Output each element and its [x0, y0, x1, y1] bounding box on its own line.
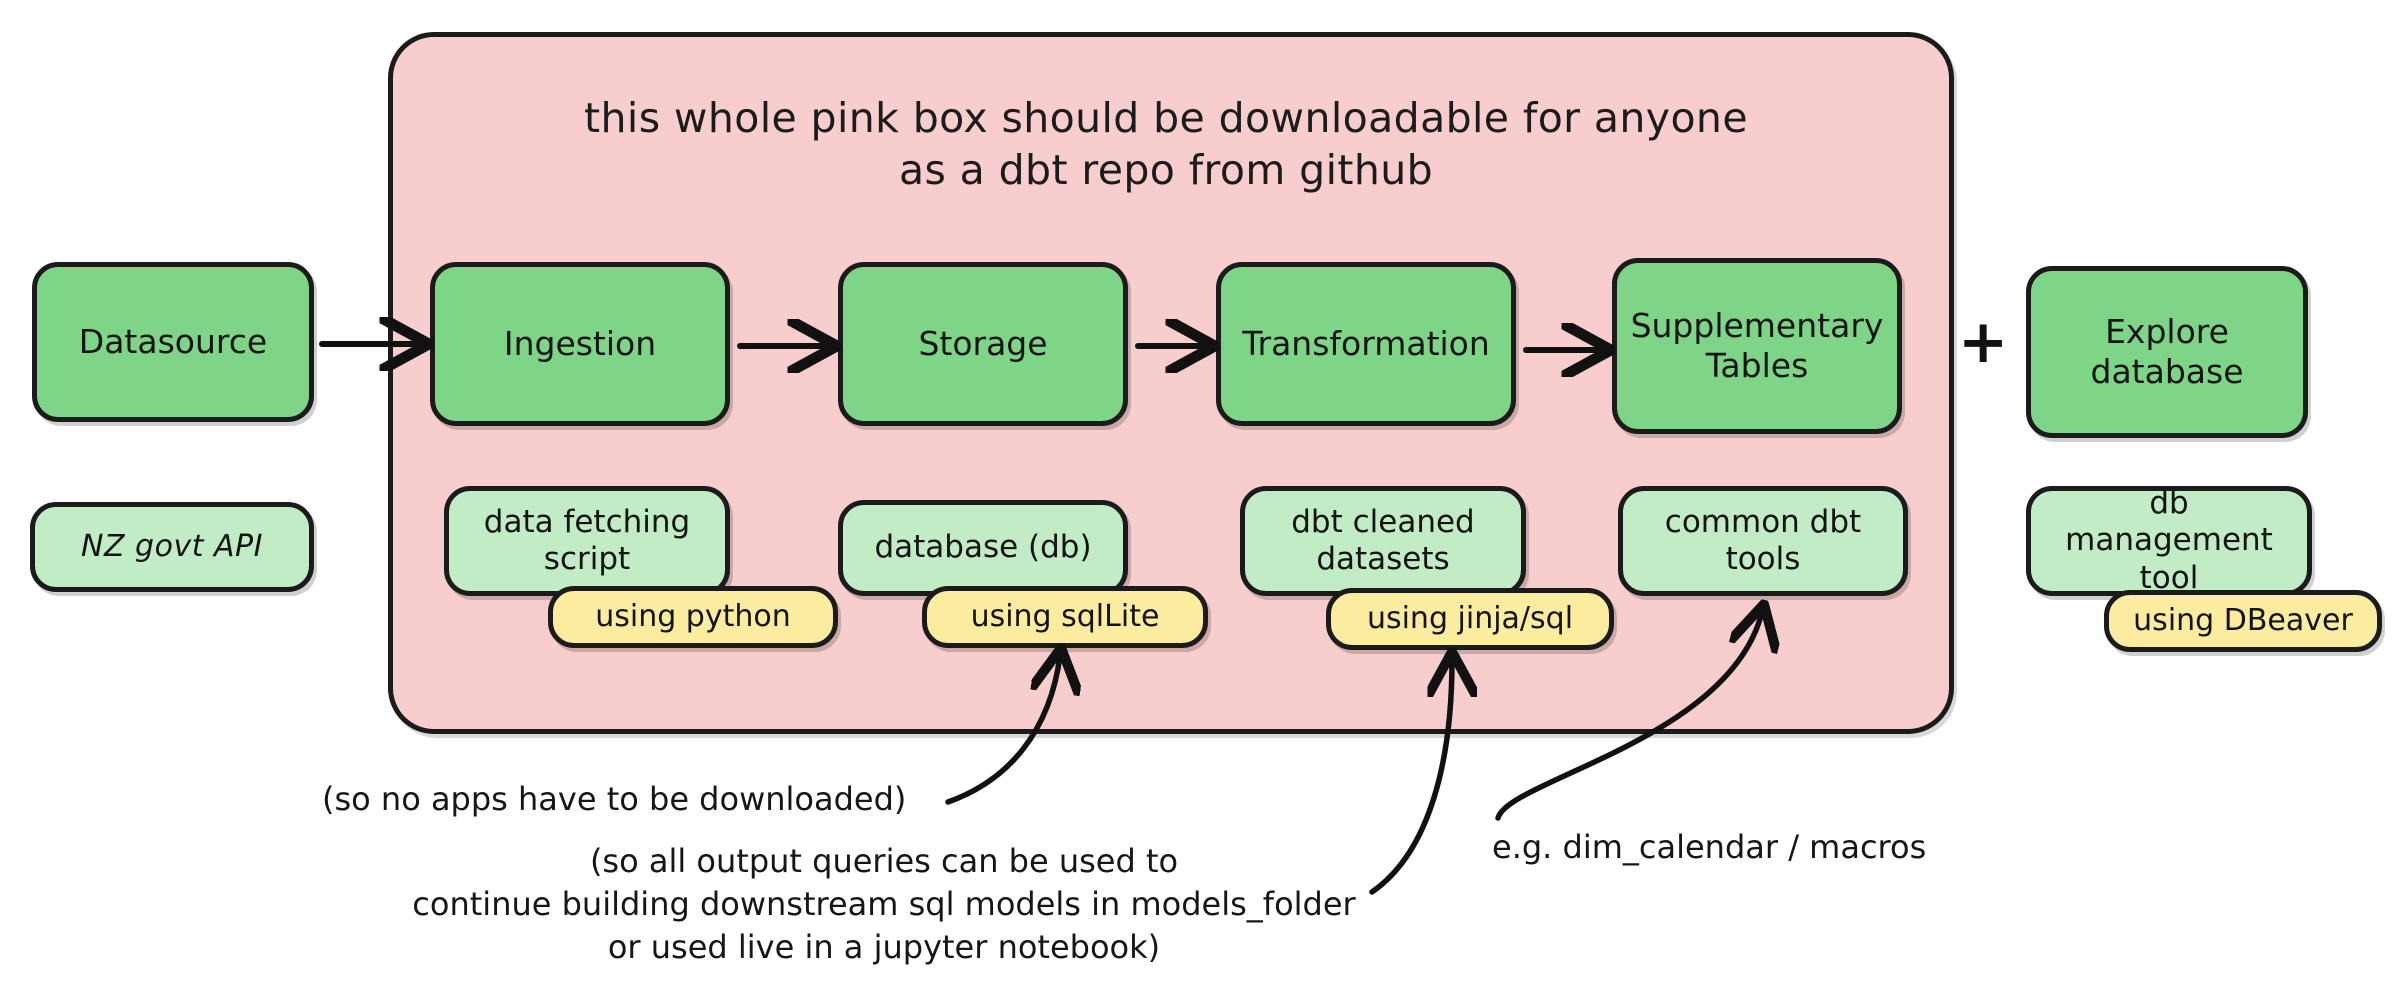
stage-box-supplementary-tables[interactable]: Supplementary Tables	[1612, 258, 1902, 434]
annotation-output-queries-line-3: or used live in a jupyter notebook)	[607, 927, 1161, 966]
plus-operator-icon: +	[1958, 312, 2008, 372]
detail-label-database-db: database (db)	[874, 529, 1092, 566]
stage-label-supplementary-tables-line-2: Tables	[1705, 346, 1809, 385]
detail-label-db-management-line-2: tool	[2139, 559, 2199, 596]
detail-box-database-db[interactable]: database (db)	[838, 500, 1128, 596]
annotation-output-queries: (so all output queries can be used to co…	[398, 840, 1370, 969]
stage-label-datasource: Datasource	[78, 322, 268, 362]
detail-label-dbt-cleaned-line-2: datasets	[1316, 541, 1450, 577]
stage-box-storage[interactable]: Storage	[838, 262, 1128, 426]
detail-label-dbt-cleaned-line-1: dbt cleaned	[1291, 503, 1475, 540]
pink-title-line-1: this whole pink box should be downloadab…	[584, 94, 1748, 142]
annotation-no-apps-line-1: (so no apps have to be downloaded)	[322, 780, 907, 818]
stage-label-explore-database-line-1: Explore	[2105, 312, 2229, 352]
detail-label-nz-govt-api: NZ govt API	[81, 529, 263, 564]
detail-label-db-management-line-1: db management	[2065, 485, 2273, 559]
detail-box-data-fetching-script[interactable]: data fetching script	[444, 486, 730, 596]
detail-label-data-fetching-line-1: data fetching	[483, 503, 691, 540]
annotation-dim-calendar: e.g. dim_calendar / macros	[1492, 826, 1926, 869]
tool-tag-using-jinja-sql[interactable]: using jinja/sql	[1326, 588, 1614, 650]
tool-tag-using-python[interactable]: using python	[548, 586, 838, 648]
detail-box-common-dbt-tools[interactable]: common dbt tools	[1618, 486, 1908, 596]
stage-box-datasource[interactable]: Datasource	[32, 262, 314, 422]
pink-container-title: this whole pink box should be downloadab…	[388, 92, 1944, 197]
tool-tag-label-using-python: using python	[595, 599, 791, 634]
tool-tag-label-using-jinja-sql: using jinja/sql	[1366, 601, 1574, 636]
tool-tag-label-using-dbeaver: using DBeaver	[2133, 603, 2353, 638]
stage-label-transformation: Transformation	[1242, 324, 1490, 364]
detail-box-dbt-cleaned-datasets[interactable]: dbt cleaned datasets	[1240, 486, 1526, 596]
annotation-no-apps: (so no apps have to be downloaded)	[322, 778, 906, 821]
annotation-output-queries-line-1: (so all output queries can be used to	[589, 842, 1179, 880]
tool-tag-label-using-sqllite: using sqlLite	[970, 599, 1160, 634]
annotation-output-queries-line-2: continue building downstream sql models …	[412, 884, 1356, 923]
stage-label-supplementary-tables-line-1: Supplementary	[1630, 306, 1884, 346]
stage-label-storage: Storage	[918, 324, 1048, 364]
stage-box-ingestion[interactable]: Ingestion	[430, 262, 730, 426]
annotation-dim-calendar-line-1: e.g. dim_calendar / macros	[1492, 828, 1927, 866]
detail-box-nz-govt-api[interactable]: NZ govt API	[30, 502, 314, 592]
stage-label-ingestion: Ingestion	[503, 324, 657, 364]
stage-label-explore-database-line-2: database	[2090, 352, 2244, 391]
tool-tag-using-dbeaver[interactable]: using DBeaver	[2104, 590, 2382, 652]
detail-label-common-dbt-line-2: tools	[1725, 541, 1801, 577]
detail-label-data-fetching-line-2: script	[543, 541, 631, 577]
plus-glyph: +	[1958, 307, 2009, 377]
stage-box-explore-database[interactable]: Explore database	[2026, 266, 2308, 438]
stage-box-transformation[interactable]: Transformation	[1216, 262, 1516, 426]
tool-tag-using-sqllite[interactable]: using sqlLite	[922, 586, 1208, 648]
pink-title-line-2: as a dbt repo from github	[898, 146, 1434, 195]
detail-box-db-management-tool[interactable]: db management tool	[2026, 485, 2312, 596]
detail-label-common-dbt-line-1: common dbt	[1664, 503, 1862, 540]
